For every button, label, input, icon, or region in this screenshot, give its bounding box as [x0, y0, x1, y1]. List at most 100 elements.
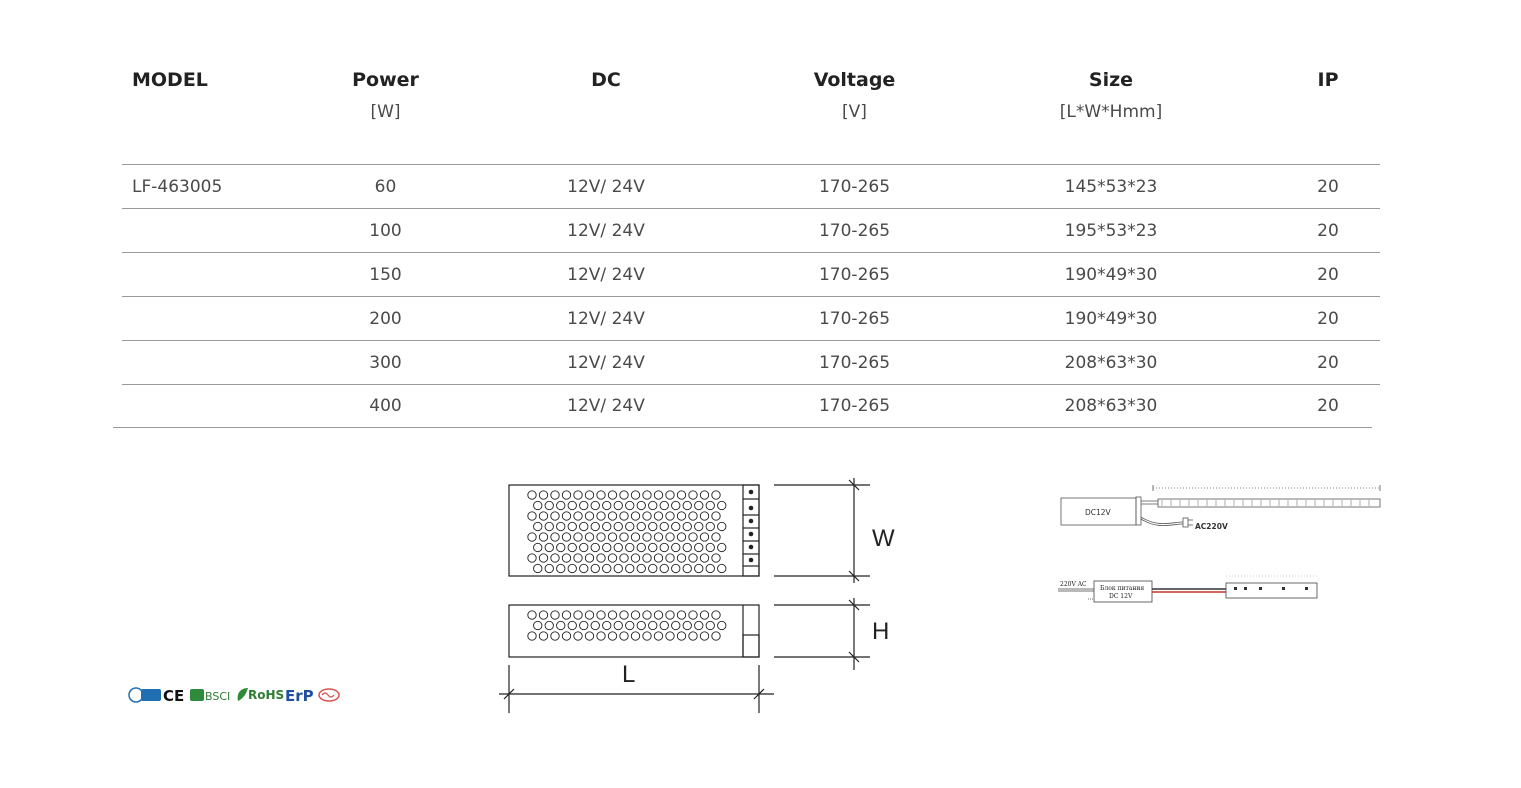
vent-hole: [682, 521, 692, 532]
vent-hole: [665, 490, 675, 500]
unit-voltage: [V]: [842, 102, 867, 122]
vent-hole: [676, 553, 687, 563]
vent-hole: [665, 511, 675, 521]
vent-hole: [596, 511, 606, 521]
vent-hole: [613, 563, 623, 574]
table-header-row: MODEL Power DC Voltage Size IP: [122, 58, 1380, 102]
cell-voltage: 170-265: [818, 264, 891, 285]
vent-hole: [584, 631, 595, 641]
vent-hole: [653, 631, 664, 641]
cell-ip: 20: [1317, 176, 1339, 197]
cell-ip: 20: [1317, 396, 1339, 416]
vent-hole: [527, 553, 537, 563]
vent-hole: [619, 610, 629, 620]
wiring-diagram-1: DC12V AC220V: [1060, 485, 1381, 531]
vent-hole: [550, 511, 560, 521]
cell-size: 145*53*23: [1064, 176, 1158, 197]
saa-icon: [128, 687, 161, 703]
vent-hole: [561, 553, 572, 563]
vent-hole: [544, 563, 554, 574]
vent-hole: [659, 521, 669, 532]
vent-hole: [573, 532, 583, 542]
vent-hole: [694, 563, 704, 574]
vent-hole: [671, 542, 681, 553]
svg-text:RoHS: RoHS: [248, 688, 284, 702]
cell-size: 208*63*30: [1064, 352, 1158, 373]
vent-hole: [533, 521, 543, 532]
cell-power: 300: [369, 352, 402, 373]
vent-holes-top: [527, 490, 727, 574]
vent-hole: [671, 620, 681, 631]
table-row: LF-463005 60 12V/ 24V 170-265 145*53*23 …: [122, 165, 1380, 209]
rohs-icon: RoHS: [237, 688, 284, 702]
vent-hole: [636, 500, 646, 511]
cell-power: 200: [369, 308, 402, 329]
vent-hole: [567, 542, 577, 553]
vent-hole: [676, 631, 687, 641]
vent-hole: [711, 631, 721, 641]
cell-dc: 12V/ 24V: [567, 396, 645, 416]
vent-hole: [665, 553, 675, 563]
cell-ip: 20: [1317, 264, 1339, 285]
vent-hole: [699, 532, 710, 542]
vent-hole: [538, 532, 549, 542]
cell-dc: 12V/ 24V: [567, 220, 645, 241]
vent-hole: [619, 631, 629, 641]
vent-hole: [550, 490, 560, 500]
cell-size: 195*53*23: [1064, 220, 1158, 241]
vent-hole: [550, 532, 560, 542]
cell-dc: 12V/ 24V: [567, 308, 645, 329]
vent-hole: [636, 521, 646, 532]
vent-hole: [711, 610, 721, 620]
cell-ip: 20: [1317, 352, 1339, 373]
vent-hole: [653, 532, 664, 542]
col-header-size: Size: [1088, 69, 1134, 91]
dimension-label-h: H: [872, 618, 889, 645]
vent-hole: [636, 620, 646, 631]
table-row: 200 12V/ 24V 170-265 190*49*30 20: [122, 297, 1380, 341]
vent-hole: [648, 521, 658, 532]
weee-icon: [318, 688, 340, 702]
table-row: 100 12V/ 24V 170-265 195*53*23 20: [122, 209, 1380, 253]
vent-hole: [602, 542, 612, 553]
terminal-block: [742, 484, 760, 577]
vent-hole: [705, 563, 715, 574]
vent-hole: [544, 500, 554, 511]
vent-hole: [579, 563, 589, 574]
vent-hole: [671, 500, 681, 511]
vent-hole: [642, 511, 652, 521]
cell-voltage: 170-265: [818, 308, 891, 329]
ce-icon: CE: [163, 687, 184, 705]
vent-hole: [659, 500, 669, 511]
vent-hole: [717, 500, 727, 511]
vent-hole: [659, 563, 669, 574]
table-row: 150 12V/ 24V 170-265 190*49*30 20: [122, 253, 1380, 297]
vent-hole: [625, 521, 635, 532]
vent-hole: [584, 490, 595, 500]
cell-power: 60: [374, 176, 397, 197]
vent-hole: [625, 542, 635, 553]
vent-hole: [630, 490, 641, 500]
vent-hole: [533, 500, 543, 511]
vent-hole: [579, 620, 589, 631]
vent-hole: [573, 553, 583, 563]
vent-hole: [688, 532, 698, 542]
vent-hole: [590, 500, 600, 511]
vent-hole: [607, 610, 618, 620]
vent-hole: [642, 610, 652, 620]
bsci-icon: BSCI: [190, 689, 230, 703]
cell-power: 400: [369, 396, 402, 416]
col-header-voltage: Voltage: [813, 69, 896, 91]
vent-hole: [671, 563, 681, 574]
vent-hole: [682, 500, 692, 511]
vent-hole: [619, 553, 629, 563]
vent-hole: [538, 553, 549, 563]
vent-hole: [607, 631, 618, 641]
vent-hole: [533, 563, 543, 574]
vent-hole: [659, 542, 669, 553]
cell-voltage: 170-265: [818, 396, 891, 416]
cell-dc: 12V/ 24V: [567, 264, 645, 285]
col-header-dc: DC: [591, 69, 621, 91]
vent-hole: [567, 563, 577, 574]
vent-hole: [630, 553, 641, 563]
